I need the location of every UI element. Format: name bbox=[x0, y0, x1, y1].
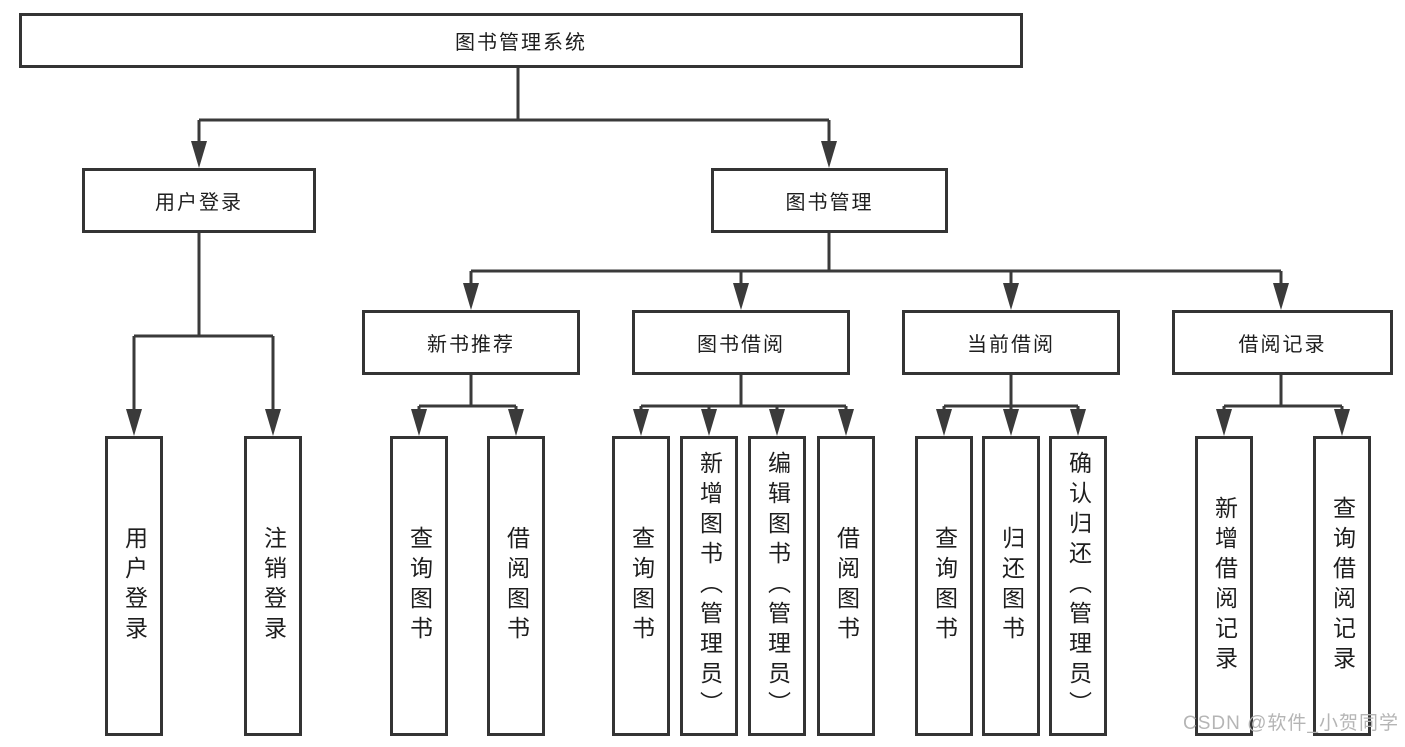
arrow-down-icon bbox=[1003, 409, 1019, 436]
node-current-borrow: 当前借阅 bbox=[902, 310, 1120, 375]
leaf-query-books-borrow-label: 查询图书 bbox=[628, 526, 655, 646]
arrow-down-icon bbox=[1070, 409, 1086, 436]
leaf-add-books-admin-label: 新增图书（管理员） bbox=[696, 451, 723, 721]
connector-paths bbox=[132, 68, 1344, 413]
leaf-logout: 注销登录 bbox=[244, 436, 302, 736]
csdn-watermark: CSDN @软件_小贺同学 bbox=[1183, 713, 1399, 734]
leaf-borrow-books-recommend: 借阅图书 bbox=[487, 436, 545, 736]
leaf-borrow-books: 借阅图书 bbox=[817, 436, 875, 736]
arrow-down-icon bbox=[633, 409, 649, 436]
node-new-book-recommend-label: 新书推荐 bbox=[427, 334, 515, 356]
leaf-query-books-borrow: 查询图书 bbox=[612, 436, 670, 736]
leaf-query-books-recommend: 查询图书 bbox=[390, 436, 448, 736]
node-current-borrow-label: 当前借阅 bbox=[967, 334, 1055, 356]
arrow-down-icon bbox=[821, 141, 837, 168]
leaf-query-books-recommend-label: 查询图书 bbox=[406, 526, 433, 646]
leaf-query-borrow-record-label: 查询借阅记录 bbox=[1329, 496, 1356, 676]
arrowhead-icons bbox=[126, 141, 1350, 436]
arrow-down-icon bbox=[463, 283, 479, 310]
node-borrow-records: 借阅记录 bbox=[1172, 310, 1393, 375]
node-root-label: 图书管理系统 bbox=[455, 32, 587, 54]
leaf-edit-books-admin-label: 编辑图书（管理员） bbox=[764, 451, 791, 721]
arrow-down-icon bbox=[1003, 283, 1019, 310]
leaf-query-borrow-record: 查询借阅记录 bbox=[1313, 436, 1371, 736]
leaf-confirm-return-admin-label: 确认归还（管理员） bbox=[1065, 451, 1092, 721]
leaf-add-borrow-record: 新增借阅记录 bbox=[1195, 436, 1253, 736]
leaf-borrow-books-label: 借阅图书 bbox=[833, 526, 860, 646]
leaf-add-books-admin: 新增图书（管理员） bbox=[680, 436, 738, 736]
node-book-management-label: 图书管理 bbox=[785, 192, 874, 214]
node-new-book-recommend: 新书推荐 bbox=[362, 310, 580, 375]
arrow-down-icon bbox=[126, 409, 142, 436]
arrow-down-icon bbox=[1273, 283, 1289, 310]
leaf-query-books-current: 查询图书 bbox=[915, 436, 973, 736]
arrow-down-icon bbox=[411, 409, 427, 436]
leaf-return-books: 归还图书 bbox=[982, 436, 1040, 736]
leaf-add-borrow-record-label: 新增借阅记录 bbox=[1211, 496, 1238, 676]
node-user-login: 用户登录 bbox=[82, 168, 316, 233]
leaf-return-books-label: 归还图书 bbox=[998, 526, 1025, 646]
arrow-down-icon bbox=[733, 283, 749, 310]
node-book-borrow-label: 图书借阅 bbox=[697, 334, 785, 356]
arrow-down-icon bbox=[838, 409, 854, 436]
arrow-down-icon bbox=[265, 409, 281, 436]
arrow-down-icon bbox=[936, 409, 952, 436]
arrow-down-icon bbox=[701, 409, 717, 436]
node-book-borrow: 图书借阅 bbox=[632, 310, 850, 375]
leaf-user-login-label: 用户登录 bbox=[121, 526, 148, 646]
leaf-user-login: 用户登录 bbox=[105, 436, 163, 736]
leaf-query-books-current-label: 查询图书 bbox=[931, 526, 958, 646]
arrow-down-icon bbox=[1334, 409, 1350, 436]
node-borrow-records-label: 借阅记录 bbox=[1238, 334, 1327, 356]
leaf-confirm-return-admin: 确认归还（管理员） bbox=[1049, 436, 1107, 736]
arrow-down-icon bbox=[1216, 409, 1232, 436]
node-root: 图书管理系统 bbox=[19, 13, 1023, 68]
node-user-login-label: 用户登录 bbox=[155, 192, 243, 214]
node-book-management: 图书管理 bbox=[711, 168, 948, 233]
arrow-down-icon bbox=[191, 141, 207, 168]
leaf-logout-label: 注销登录 bbox=[260, 526, 287, 646]
leaf-borrow-books-recommend-label: 借阅图书 bbox=[503, 526, 530, 646]
leaf-edit-books-admin: 编辑图书（管理员） bbox=[748, 436, 806, 736]
arrow-down-icon bbox=[508, 409, 524, 436]
arrow-down-icon bbox=[769, 409, 785, 436]
